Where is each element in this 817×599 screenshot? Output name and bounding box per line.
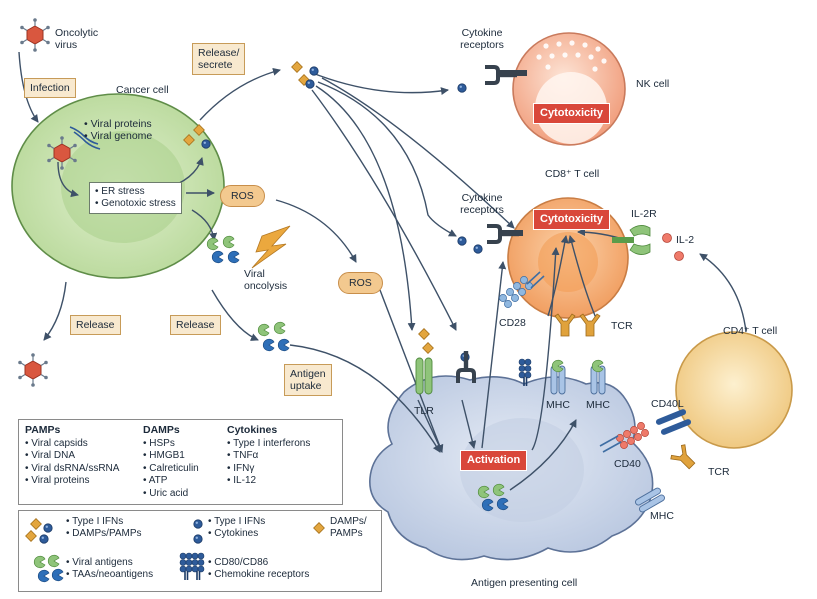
cd40l-label: CD40L [651, 398, 684, 410]
release-secrete-tag: Release/secrete [192, 43, 246, 75]
tcr-label-cd8: TCR [611, 320, 633, 332]
mhc-label-3: MHC [650, 510, 674, 522]
tcr-icon [668, 442, 700, 474]
legend-cytokines: Cytokines Type I interferons TNFα IFNγ I… [227, 424, 310, 488]
legend-damps: DAMPs HSPs HMGB1 Calreticulin ATP Uric a… [143, 424, 199, 500]
tlr-icon [415, 357, 433, 395]
key-diamond-circle: Type I IFNsDAMPs/PAMPs [66, 516, 142, 540]
lightning-icon [251, 225, 291, 269]
cd4-t-cell-label: CD4⁺ T cell [723, 325, 778, 337]
viral-genome-icon [69, 126, 101, 150]
key-circles: Type I IFNsCytokines [208, 516, 265, 540]
il2-label: IL-2 [676, 234, 695, 246]
il2r-label: IL-2R [631, 208, 657, 220]
cd40-label: CD40 [614, 458, 641, 470]
legend-key [18, 510, 382, 592]
cd28-label: CD28 [499, 317, 526, 329]
legend-pamps: PAMPs Viral capsids Viral DNA Viral dsRN… [25, 424, 119, 488]
virus-icon [19, 17, 51, 53]
legend-categories: PAMPs Viral capsids Viral DNA Viral dsRN… [18, 419, 343, 505]
mhc-label-2: MHC [586, 399, 610, 411]
virus-icon [17, 352, 49, 388]
release-tag-left: Release [70, 315, 121, 335]
cancer-cell-label: Cancer cell [116, 84, 169, 96]
nk-cytotoxicity-box: Cytotoxicity [533, 103, 610, 124]
cd8-t-cell-label: CD8⁺ T cell [545, 168, 600, 180]
tcr-label-cd4: TCR [708, 466, 730, 478]
key-diamond: DAMPs/PAMPs [330, 516, 367, 539]
cd28-icon [499, 271, 545, 308]
activation-box: Activation [460, 450, 528, 471]
ros-bubble-inner: ROS [220, 185, 265, 207]
tlr-label: TLR [414, 405, 434, 417]
tcr-icon [579, 313, 601, 337]
cd4-t-cell-body [675, 331, 793, 449]
infection-tag: Infection [24, 78, 76, 98]
ros-bubble-outer: ROS [338, 272, 383, 294]
release-tag-right: Release [170, 315, 221, 335]
apc-label: Antigen presenting cell [471, 577, 578, 589]
key-receptors: CD80/CD86Chemokine receptors [208, 557, 309, 581]
viral-contents-list: Viral proteinsViral genome [84, 118, 152, 142]
cd8-cytotoxicity-box: Cytotoxicity [533, 209, 610, 230]
nk-cell-label: NK cell [636, 78, 670, 90]
key-antigens: Viral antigensTAAs/neoantigens [66, 557, 153, 581]
mhc-label-1: MHC [546, 399, 570, 411]
stress-box: ER stressGenotoxic stress [89, 182, 182, 214]
